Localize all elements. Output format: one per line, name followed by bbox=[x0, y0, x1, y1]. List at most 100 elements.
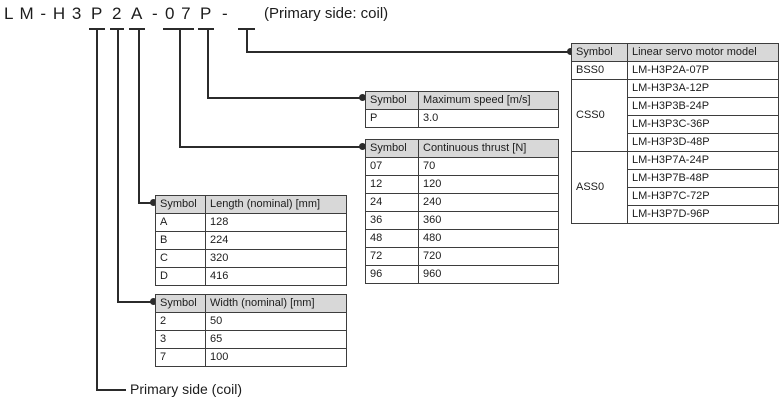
width-value-header: Width (nominal) [mm] bbox=[205, 294, 347, 313]
value-cell: 120 bbox=[418, 175, 559, 194]
symbol-cell: 96 bbox=[365, 265, 419, 284]
code-dash-2: - bbox=[222, 4, 229, 23]
symbol-cell: ASS0 bbox=[571, 151, 628, 224]
motor-model-table: Symbol Linear servo motor model BSS0 LM-… bbox=[571, 43, 779, 224]
value-cell: 720 bbox=[418, 247, 559, 266]
table-row: P 3.0 bbox=[365, 109, 559, 128]
primary-side-coil-label: Primary side (coil) bbox=[130, 381, 243, 397]
connector-speed-hline bbox=[207, 97, 365, 99]
value-cell: 240 bbox=[418, 193, 559, 212]
model-cell: LM-H3P3A-12P bbox=[627, 79, 779, 98]
model-cell: LM-H3P7B-48P bbox=[627, 169, 779, 188]
symbol-cell: A bbox=[155, 213, 206, 232]
connector-speed-vline bbox=[207, 30, 209, 99]
connector-width-vline bbox=[117, 30, 119, 303]
model-symbol-header: Symbol bbox=[571, 43, 628, 62]
primary-side-coil-note: (Primary side: coil) bbox=[264, 5, 389, 22]
header-row: Symbol Maximum speed [m/s] bbox=[365, 91, 559, 110]
code-speed-symbol: P bbox=[198, 4, 215, 30]
maximum-speed-table: Symbol Maximum speed [m/s] P 3.0 bbox=[365, 91, 559, 128]
model-cell: LM-H3P2A-07P bbox=[627, 61, 779, 80]
symbol-cell: D bbox=[155, 267, 206, 286]
table-row: LM-H3P7D-96P bbox=[572, 205, 779, 224]
value-cell: 320 bbox=[205, 249, 347, 268]
table-row: CSS0 LM-H3P3A-12P bbox=[571, 79, 779, 152]
code-prefix: L M - H 3 bbox=[4, 4, 83, 23]
header-row: Symbol Length (nominal) [mm] bbox=[155, 195, 347, 214]
value-cell: 224 bbox=[205, 231, 347, 250]
code-length-symbol: A bbox=[129, 4, 146, 30]
connector-thrust-hline bbox=[179, 146, 365, 148]
table-row: LM-H3P7B-48P bbox=[572, 169, 779, 188]
value-cell: 50 bbox=[205, 312, 347, 331]
symbol-cell: BSS0 bbox=[571, 61, 628, 80]
symbol-cell: B bbox=[155, 231, 206, 250]
code-thrust-symbol: 0 7 bbox=[163, 4, 194, 30]
speed-arrow-bullet-icon bbox=[359, 94, 366, 101]
code-blank-suffix-underline bbox=[238, 6, 255, 30]
connector-length-vline bbox=[138, 30, 140, 204]
symbol-cell: 7 bbox=[155, 348, 206, 367]
header-row: Symbol Width (nominal) [mm] bbox=[155, 294, 347, 313]
model-cell: LM-H3P3B-24P bbox=[627, 97, 779, 116]
connector-primary-vline bbox=[96, 30, 98, 390]
model-cell: LM-H3P7D-96P bbox=[627, 205, 779, 224]
symbol-cell: 72 bbox=[365, 247, 419, 266]
symbol-cell: CSS0 bbox=[571, 79, 628, 152]
symbol-cell: 24 bbox=[365, 193, 419, 212]
thrust-value-header: Continuous thrust [N] bbox=[418, 139, 559, 158]
model-cell: LM-H3P7C-72P bbox=[627, 187, 779, 206]
symbol-cell: 48 bbox=[365, 229, 419, 248]
connector-model-hline bbox=[246, 51, 573, 53]
symbol-cell: C bbox=[155, 249, 206, 268]
thrust-symbol-header: Symbol bbox=[365, 139, 419, 158]
connector-primary-hline bbox=[96, 389, 126, 391]
model-cell: LM-H3P3C-36P bbox=[627, 115, 779, 134]
value-cell: 3.0 bbox=[418, 109, 559, 128]
connector-width-hline bbox=[117, 301, 155, 303]
value-cell: 70 bbox=[418, 157, 559, 176]
value-cell: 480 bbox=[418, 229, 559, 248]
connector-length-hline bbox=[138, 202, 157, 204]
model-cell: LM-H3P3D-48P bbox=[627, 133, 779, 152]
model-arrow-bullet-icon bbox=[567, 48, 574, 55]
code-width-symbol: 2 bbox=[110, 4, 125, 30]
length-symbol-header: Symbol bbox=[155, 195, 206, 214]
symbol-cell: 3 bbox=[155, 330, 206, 349]
header-row: Symbol Linear servo motor model bbox=[571, 43, 779, 62]
model-name-header: Linear servo motor model bbox=[627, 43, 779, 62]
value-cell: 100 bbox=[205, 348, 347, 367]
model-cell: LM-H3P7A-24P bbox=[627, 151, 779, 170]
symbol-cell: 36 bbox=[365, 211, 419, 230]
table-row: ASS0 LM-H3P7A-24P bbox=[571, 151, 779, 224]
table-row: LM-H3P3C-36P bbox=[572, 115, 779, 134]
width-symbol-header: Symbol bbox=[155, 294, 206, 313]
speed-symbol-header: Symbol bbox=[365, 91, 419, 110]
symbol-cell: 2 bbox=[155, 312, 206, 331]
thrust-arrow-bullet-icon bbox=[359, 143, 366, 150]
table-row: BSS0 LM-H3P2A-07P bbox=[571, 61, 779, 80]
speed-value-header: Maximum speed [m/s] bbox=[418, 91, 559, 110]
symbol-cell: P bbox=[365, 109, 419, 128]
value-cell: 416 bbox=[205, 267, 347, 286]
code-primary-symbol: P bbox=[89, 4, 106, 30]
length-arrow-bullet-icon bbox=[150, 199, 157, 206]
connector-thrust-vline bbox=[179, 30, 181, 148]
header-row: Symbol Continuous thrust [N] bbox=[365, 139, 559, 158]
length-value-header: Length (nominal) [mm] bbox=[205, 195, 347, 214]
